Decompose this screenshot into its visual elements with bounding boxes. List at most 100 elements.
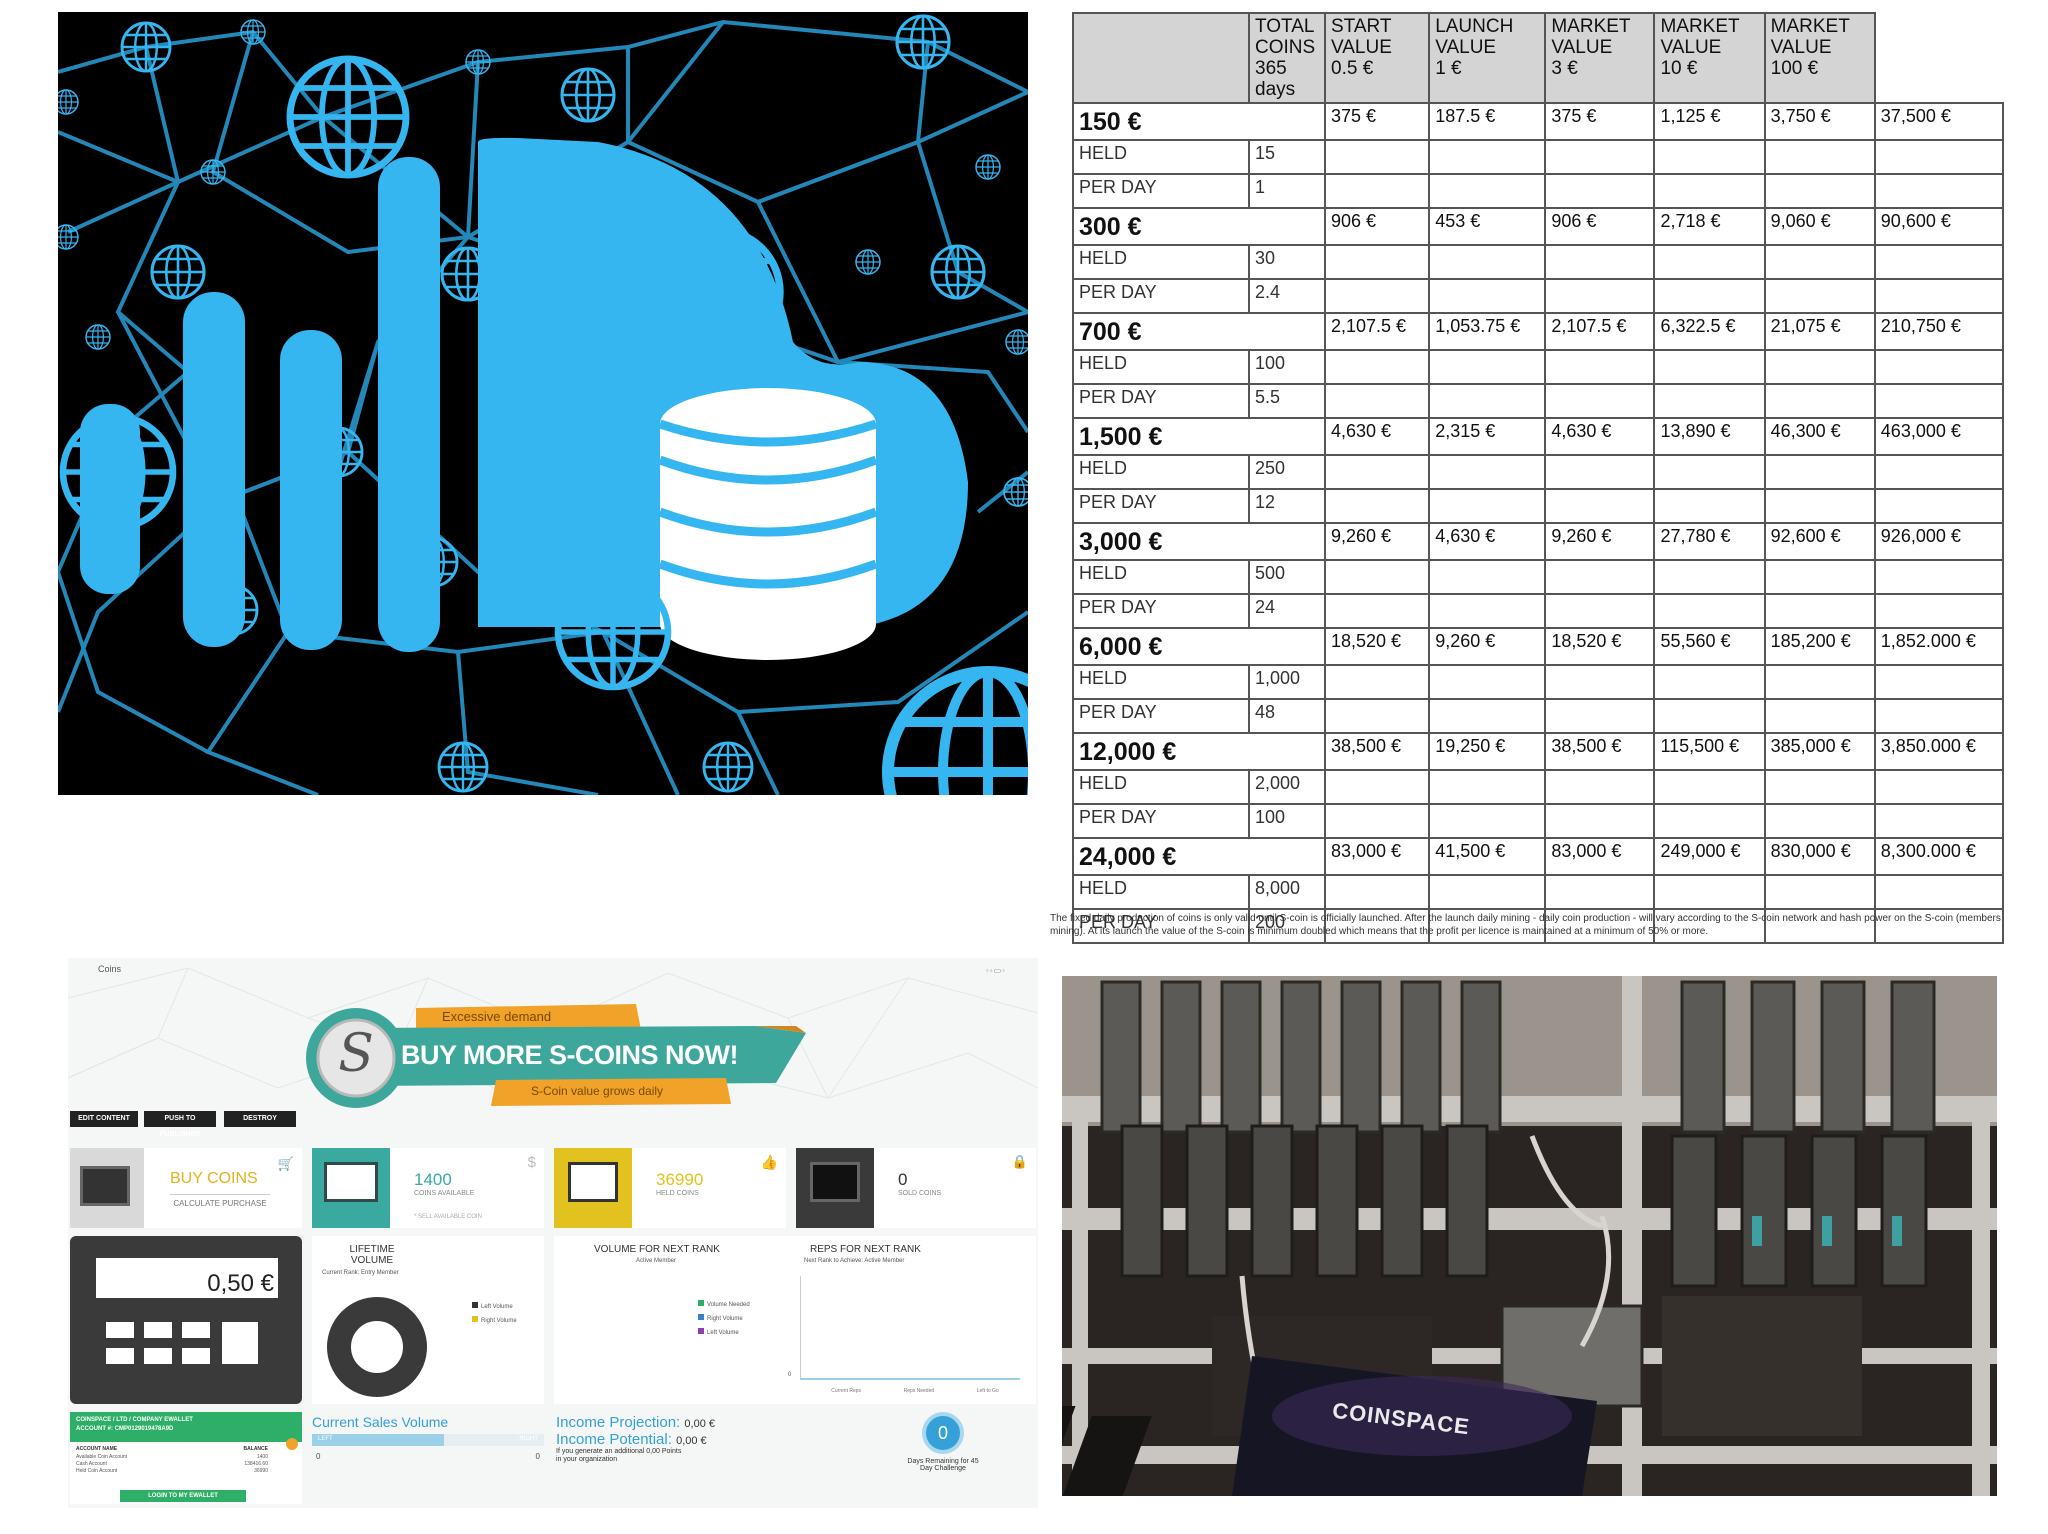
banner-tag-bottom: S-Coin value grows daily — [531, 1084, 664, 1098]
empty-cell — [1428, 244, 1547, 280]
held-cell-label: HELD — [1072, 454, 1250, 490]
calculator-display: 0,50 € — [96, 1258, 278, 1298]
empty-cell — [1428, 664, 1547, 700]
coins-available-value: 1400 — [414, 1170, 452, 1189]
value-cell: 9,260 € — [1428, 627, 1547, 666]
empty-cell — [1428, 803, 1547, 839]
days-remaining-badge: 0 — [922, 1412, 964, 1454]
income-note: If you generate an additional 0,00 Point… — [556, 1448, 682, 1463]
buy-coins-sub: CALCULATE PURCHASE — [170, 1194, 270, 1208]
empty-cell — [1428, 698, 1547, 734]
per-day-cell-label: PER DAY — [1072, 698, 1250, 734]
empty-cell — [1323, 664, 1431, 700]
push-to-publisher-button[interactable]: PUSH TO PUBLISHER — [144, 1111, 216, 1138]
value-cell: 906 € — [1544, 207, 1656, 246]
empty-cell — [1323, 488, 1431, 524]
company-ewallet-widget: COINSPACE / LTD / COMPANY EWALLET ACCOUN… — [70, 1412, 302, 1504]
coinspace-dashboard-screenshot: Coins ◦◦▭◦ S Excessive demand BUY MORE S… — [68, 958, 1038, 1508]
value-cell: 187.5 € — [1428, 102, 1547, 141]
chart-icon — [324, 1162, 378, 1202]
breadcrumb: Coins — [98, 964, 122, 974]
empty-cell — [1873, 664, 2005, 700]
empty-cell — [1428, 593, 1547, 629]
held-cell-label: HELD — [1072, 664, 1250, 700]
sales-left-value: 0 — [316, 1452, 321, 1461]
empty-cell — [1763, 454, 1876, 490]
sell-available-link[interactable]: * SELL AVAILABLE COIN — [414, 1214, 482, 1220]
licence-price-cell: 12,000 € — [1072, 732, 1326, 771]
empty-cell — [1323, 769, 1431, 805]
empty-cell — [1323, 593, 1431, 629]
empty-cell — [1323, 383, 1431, 419]
reps-next-sub: Next Rank to Achieve: Active Member — [804, 1258, 905, 1264]
buy-more-banner[interactable]: S Excessive demand BUY MORE S-COINS NOW!… — [296, 988, 816, 1108]
buy-coins-thumb — [70, 1148, 144, 1228]
lifetime-rank: Current Rank: Entry Member — [322, 1270, 399, 1276]
volume-next-sub: Active Member — [636, 1258, 677, 1264]
empty-cell — [1873, 454, 2005, 490]
cart-icon: 🛒 — [277, 1156, 294, 1171]
empty-cell — [1428, 349, 1547, 385]
volume-next-legend: Volume Needed Right Volume Left Volume — [698, 1298, 750, 1340]
table-row: 300 €906 €453 €906 €2,718 €9,060 €90,600… — [1072, 207, 2005, 246]
value-cell: 830,000 € — [1763, 837, 1876, 876]
volume-next-title: VOLUME FOR NEXT RANK — [594, 1244, 720, 1255]
value-cell: 92,600 € — [1763, 522, 1876, 561]
value-cell: 83,000 € — [1323, 837, 1431, 876]
per-day-cell-label: PER DAY — [1072, 593, 1250, 629]
held-coins-card[interactable]: 36990 HELD COINS 👍 — [554, 1148, 786, 1228]
empty-cell — [1544, 173, 1656, 209]
window-controls-icon[interactable]: ◦◦▭◦ — [985, 966, 1006, 975]
empty-cell — [1428, 383, 1547, 419]
buy-coins-card[interactable]: BUY COINS CALCULATE PURCHASE 🛒 — [70, 1148, 302, 1228]
sold-coins-card[interactable]: 0 SOLD COINS 🔒 — [796, 1148, 1036, 1228]
value-cell: 3,850.000 € — [1873, 732, 2005, 771]
empty-cell — [1653, 278, 1766, 314]
per-day-cell: 12 — [1248, 488, 1326, 524]
empty-cell — [1428, 173, 1547, 209]
empty-cell — [1653, 383, 1766, 419]
buy-coins-title: BUY COINS — [170, 1170, 258, 1187]
sold-coins-thumb — [796, 1148, 874, 1228]
lifetime-volume-widget: LIFETIME VOLUME Current Rank: Entry Memb… — [312, 1236, 544, 1404]
licence-price-cell: 6,000 € — [1072, 627, 1326, 666]
empty-cell — [1763, 244, 1876, 280]
reps-next-title: REPS FOR NEXT RANK — [810, 1244, 921, 1255]
empty-cell — [1763, 664, 1876, 700]
value-cell: 9,060 € — [1763, 207, 1876, 246]
licence-price-cell: 700 € — [1072, 312, 1326, 351]
empty-cell — [1428, 488, 1547, 524]
login-ewallet-button[interactable]: LOGIN TO MY EWALLET — [120, 1490, 246, 1502]
lifetime-title-1: LIFETIME — [349, 1244, 395, 1255]
empty-cell — [1873, 593, 2005, 629]
value-cell: 4,630 € — [1323, 417, 1431, 456]
per-day-cell: 2.4 — [1248, 278, 1326, 314]
next-rank-widget: VOLUME FOR NEXT RANK Active Member Volum… — [554, 1236, 1036, 1404]
empty-cell — [1763, 173, 1876, 209]
value-cell: 21,075 € — [1763, 312, 1876, 351]
empty-cell — [1428, 769, 1547, 805]
per-day-cell-label: PER DAY — [1072, 173, 1250, 209]
value-cell: 926,000 € — [1873, 522, 2005, 561]
calculator-widget[interactable]: 0,50 € — [70, 1236, 302, 1404]
coins-available-card[interactable]: 1400 COINS AVAILABLE * SELL AVAILABLE CO… — [312, 1148, 544, 1228]
value-cell: 37,500 € — [1873, 102, 2005, 141]
edit-content-button[interactable]: EDIT CONTENT — [70, 1111, 138, 1127]
income-widget: Income Projection: 0,00 € Income Potenti… — [556, 1414, 816, 1494]
value-cell: 19,250 € — [1428, 732, 1547, 771]
value-cell: 1,852.000 € — [1873, 627, 2005, 666]
destroy-button[interactable]: DESTROY — [224, 1111, 296, 1127]
coins-available-thumb — [312, 1148, 390, 1228]
held-cell-label: HELD — [1072, 769, 1250, 805]
